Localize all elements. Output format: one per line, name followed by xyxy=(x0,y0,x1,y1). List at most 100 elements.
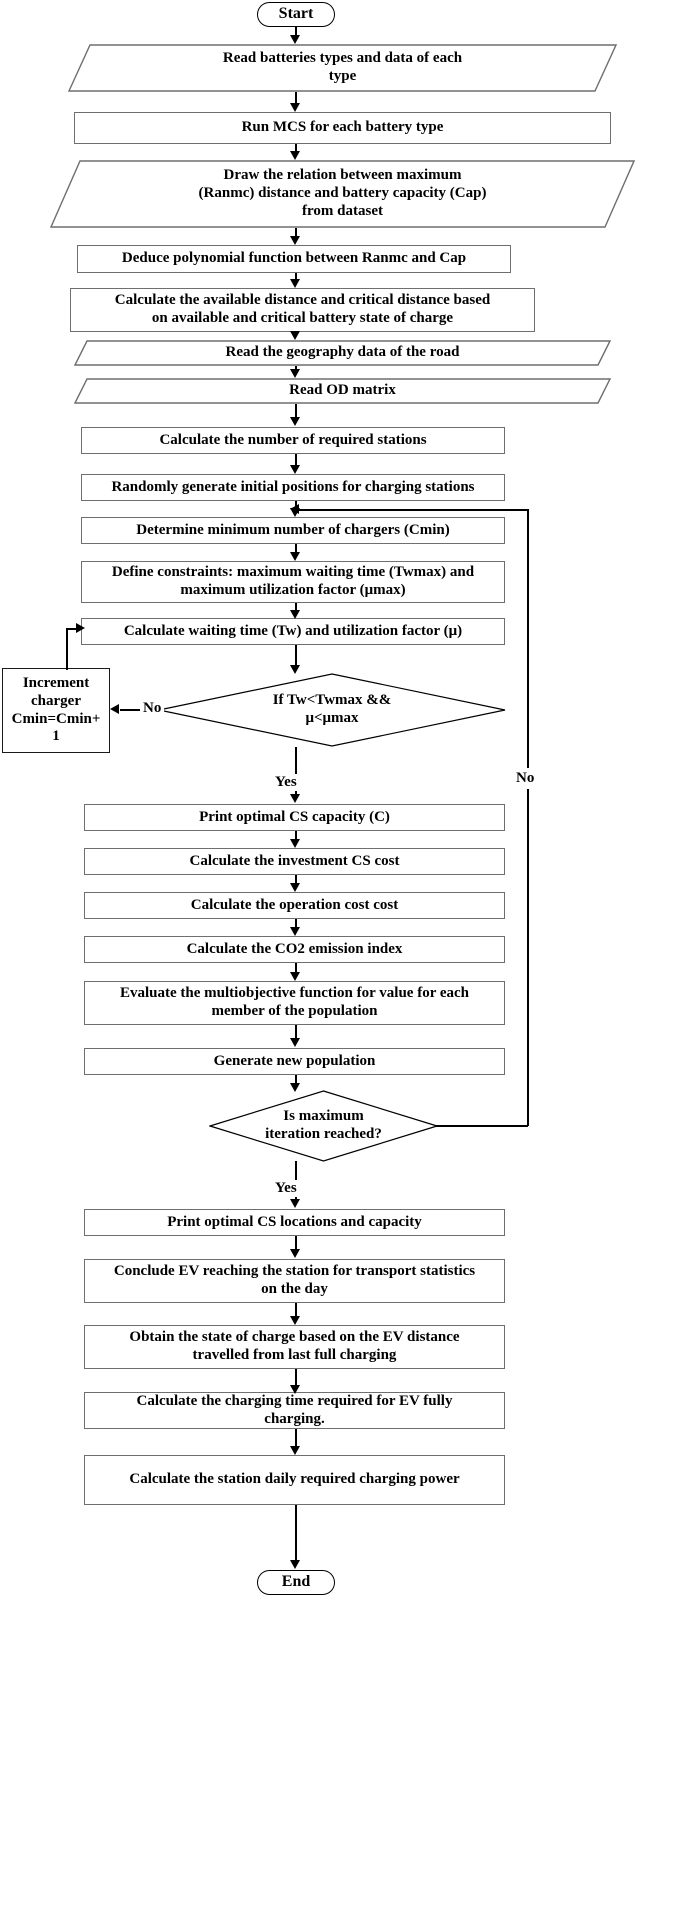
parallelogram-shape xyxy=(68,44,617,92)
edge-print-capacity-to-investment xyxy=(295,831,297,840)
edge-define-constraints-to-calc-tw xyxy=(295,603,297,611)
arrowhead-generate xyxy=(290,1038,300,1047)
arrowhead-determine-cmin-loop xyxy=(290,504,299,514)
edge-operation-to-co2 xyxy=(295,919,297,928)
edge-read-batteries-to-run-mcs xyxy=(295,92,297,104)
node-calculate-distances-label: Calculate the available distance and cri… xyxy=(114,292,491,326)
edge-generate-to-decision-iteration xyxy=(295,1075,297,1085)
edge-run-mcs-to-draw-relation xyxy=(295,144,297,152)
node-calculate-operation-label: Calculate the operation cost cost xyxy=(190,896,399,913)
node-generate-population-label: Generate new population xyxy=(213,1052,376,1069)
node-end: End xyxy=(257,1570,335,1595)
node-increment-charger: Increment charger Cmin=Cmin+ 1 xyxy=(2,668,110,753)
diamond-shape xyxy=(209,1090,438,1162)
edge-print-locations-to-conclude xyxy=(295,1236,297,1250)
arrowhead-define-constraints xyxy=(290,552,300,561)
node-evaluate-multiobjective: Evaluate the multiobjective function for… xyxy=(84,981,505,1025)
node-obtain-soc: Obtain the state of charge based on the … xyxy=(84,1325,505,1369)
arrowhead-operation xyxy=(290,883,300,892)
node-run-mcs: Run MCS for each battery type xyxy=(74,112,611,144)
edge-label-no-tw: No xyxy=(140,700,165,717)
arrowhead-calc-stations xyxy=(290,417,300,426)
arrowhead-evaluate xyxy=(290,972,300,981)
node-conclude-ev-label: Conclude EV reaching the station for tra… xyxy=(113,1263,476,1297)
arrowhead-read-od xyxy=(290,369,300,378)
arrowhead-charging-time xyxy=(290,1385,300,1394)
node-deduce-polynomial-label: Deduce polynomial function between Ranmc… xyxy=(121,250,467,267)
edge-co2-to-evaluate xyxy=(295,963,297,973)
arrowhead-investment xyxy=(290,839,300,848)
node-deduce-polynomial: Deduce polynomial function between Ranmc… xyxy=(77,245,511,273)
node-conclude-ev: Conclude EV reaching the station for tra… xyxy=(84,1259,505,1303)
edge-conclude-to-obtain-soc xyxy=(295,1303,297,1317)
node-print-locations-label: Print optimal CS locations and capacity xyxy=(167,1213,422,1230)
node-start: Start xyxy=(257,2,335,27)
arrowhead-calc-tw xyxy=(290,610,300,619)
arrowhead-daily-power xyxy=(290,1446,300,1455)
node-calculate-distances: Calculate the available distance and cri… xyxy=(70,288,535,332)
node-decision-tw-label: If Tw<Twmax && μ<μmax xyxy=(272,692,392,726)
arrowhead-draw-relation xyxy=(290,151,300,160)
edge-increment-up xyxy=(66,628,68,670)
node-read-batteries: Read batteries types and data of each ty… xyxy=(68,44,617,92)
edge-label-yes-tw: Yes xyxy=(272,774,300,791)
node-calculate-tw: Calculate waiting time (Tw) and utilizat… xyxy=(81,618,505,645)
node-draw-relation: Draw the relation between maximum (Ranmc… xyxy=(50,160,635,228)
node-calculate-daily-power-label: Calculate the station daily required cha… xyxy=(129,1471,460,1488)
arrowhead-end xyxy=(290,1560,300,1569)
edge-iteration-no-vertical xyxy=(527,509,529,1126)
node-increment-charger-label: Increment charger Cmin=Cmin+ 1 xyxy=(11,675,101,745)
edge-obtain-soc-to-charging-time xyxy=(295,1369,297,1387)
arrowhead-calc-tw-loop xyxy=(76,623,85,633)
edge-label-no-iteration: No xyxy=(513,768,538,789)
node-decision-iteration: Is maximum iteration reached? xyxy=(209,1090,438,1162)
node-read-od-matrix-label: Read OD matrix xyxy=(289,382,396,399)
arrowhead-increment-charger xyxy=(110,704,119,714)
node-determine-cmin: Determine minimum number of chargers (Cm… xyxy=(81,517,505,544)
node-end-label: End xyxy=(281,1573,311,1591)
node-run-mcs-label: Run MCS for each battery type xyxy=(241,119,444,136)
node-random-positions: Randomly generate initial positions for … xyxy=(81,474,505,501)
arrowhead-run-mcs xyxy=(290,103,300,112)
edge-increment-to-calc-tw xyxy=(66,628,80,630)
node-decision-tw: If Tw<Twmax && μ<μmax xyxy=(158,673,506,747)
arrowhead-co2 xyxy=(290,927,300,936)
node-calculate-stations-label: Calculate the number of required station… xyxy=(159,431,427,448)
node-define-constraints-label: Define constraints: maximum waiting time… xyxy=(111,564,475,598)
node-calculate-tw-label: Calculate waiting time (Tw) and utilizat… xyxy=(123,622,463,639)
node-obtain-soc-label: Obtain the state of charge based on the … xyxy=(129,1329,460,1363)
node-calculate-stations: Calculate the number of required station… xyxy=(81,427,505,454)
node-calculate-charging-time-label: Calculate the charging time required for… xyxy=(136,1392,453,1427)
edge-label-yes-iteration: Yes xyxy=(272,1180,300,1197)
node-evaluate-multiobjective-label: Evaluate the multiobjective function for… xyxy=(120,985,469,1019)
edge-calc-tw-to-decision-tw xyxy=(295,645,297,667)
edge-deduce-to-calc-distances xyxy=(295,273,297,280)
parallelogram-shape xyxy=(74,378,611,404)
edge-charging-time-to-daily-power xyxy=(295,1429,297,1447)
diamond-shape xyxy=(158,673,506,747)
node-calculate-charging-time: Calculate the charging time required for… xyxy=(84,1392,505,1429)
node-generate-population: Generate new population xyxy=(84,1048,505,1075)
arrowhead-decision-tw xyxy=(290,665,300,674)
node-draw-relation-label: Draw the relation between maximum (Ranmc… xyxy=(198,167,487,219)
arrowhead-print-capacity xyxy=(290,794,300,803)
node-read-batteries-label: Read batteries types and data of each ty… xyxy=(222,50,463,84)
edge-investment-to-operation xyxy=(295,875,297,884)
arrowhead-deduce xyxy=(290,236,300,245)
arrowhead-read-geography xyxy=(290,331,300,340)
edge-calc-stations-to-random-positions xyxy=(295,454,297,466)
node-print-locations: Print optimal CS locations and capacity xyxy=(84,1209,505,1236)
node-read-geography: Read the geography data of the road xyxy=(74,340,611,366)
node-calculate-co2: Calculate the CO2 emission index xyxy=(84,936,505,963)
edge-start-to-read-batteries xyxy=(295,27,297,37)
node-calculate-daily-power: Calculate the station daily required cha… xyxy=(84,1455,505,1505)
arrowhead-conclude xyxy=(290,1249,300,1258)
arrowhead-random-positions xyxy=(290,465,300,474)
parallelogram-shape xyxy=(74,340,611,366)
node-calculate-investment-label: Calculate the investment CS cost xyxy=(189,852,400,869)
edge-iteration-no-bottom xyxy=(436,1125,528,1127)
edge-determine-cmin-to-define-constraints xyxy=(295,544,297,553)
node-calculate-co2-label: Calculate the CO2 emission index xyxy=(186,940,403,957)
node-calculate-investment: Calculate the investment CS cost xyxy=(84,848,505,875)
